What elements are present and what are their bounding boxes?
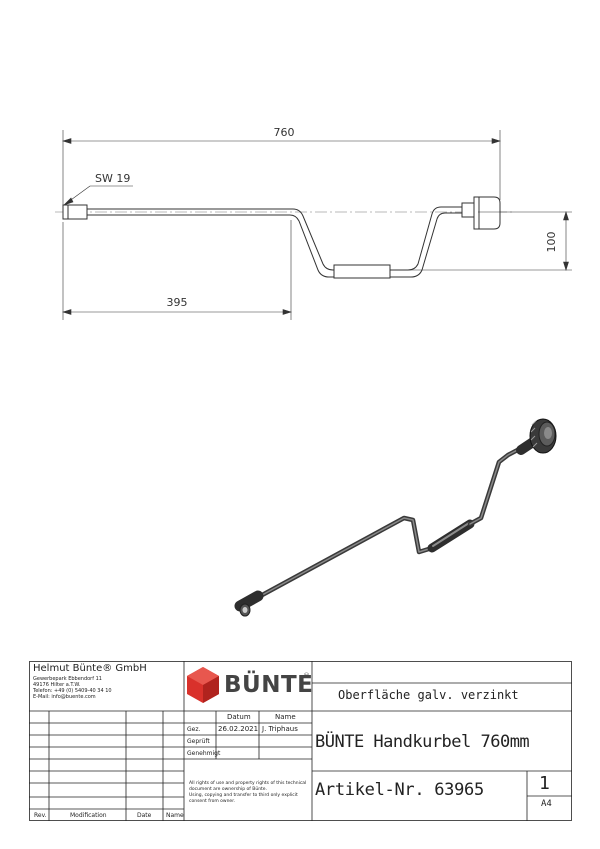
dim-100-label: 100 <box>545 232 558 253</box>
rights-notice-line-1: All rights of use and property rights of… <box>189 781 307 786</box>
logo-wordmark: BÜNTE <box>224 672 314 698</box>
approval-row-drawn: Gez. <box>187 726 201 733</box>
revision-header-date: Date <box>137 812 152 819</box>
dim-sw19-label: SW 19 <box>95 172 130 185</box>
drawn-date: 26.02.2021 <box>218 725 259 733</box>
company-phone: Telefon: +49 (0) 5409-40 34 10 <box>33 688 112 694</box>
drawn-by-name: J. Triphaus <box>262 725 298 733</box>
approval-row-approved: Genehmigt <box>187 750 221 757</box>
rights-notice-line-2: document are ownership of Bünte. <box>189 787 268 792</box>
approval-col-name: Name <box>275 713 296 721</box>
dimension-100 <box>395 210 572 272</box>
sheet-number: 1 <box>539 773 550 794</box>
revision-header-rev: Rev. <box>34 812 47 819</box>
crank-isometric-view <box>234 418 557 617</box>
company-address-line-2: 49176 Hilter a.T.W. <box>33 682 81 688</box>
crank-side-view <box>55 196 515 279</box>
title-block-grid <box>29 661 572 821</box>
company-address-line-1: Gewerbepark Ebbendorf 11 <box>33 676 102 682</box>
surface-finish: Oberfläche galv. verzinkt <box>338 688 519 702</box>
revision-header-modification: Modification <box>70 812 107 819</box>
company-name: Helmut Bünte® GmbH <box>33 663 147 674</box>
part-title: BÜNTE Handkurbel 760mm <box>315 732 530 752</box>
revision-header-name: Name <box>166 812 184 819</box>
approval-row-checked: Geprüft <box>187 738 210 745</box>
rights-notice-line-4: consent from owner. <box>189 799 236 804</box>
rights-notice-line-3: Using, copying and transfer to third onl… <box>189 793 298 798</box>
sheet-format: A4 <box>541 799 552 809</box>
dimension-395 <box>61 220 293 320</box>
dim-760-label: 760 <box>274 126 295 139</box>
approval-col-date: Datum <box>227 713 251 721</box>
dimension-760 <box>61 130 502 208</box>
article-number: Artikel-Nr. 63965 <box>315 780 484 800</box>
company-email: E-Mail: info@buente.com <box>33 694 96 700</box>
logo-registered-mark: ® <box>303 672 310 680</box>
sw19-leader <box>63 185 133 206</box>
dim-395-label: 395 <box>167 296 188 309</box>
buente-logo-mark <box>187 667 219 703</box>
